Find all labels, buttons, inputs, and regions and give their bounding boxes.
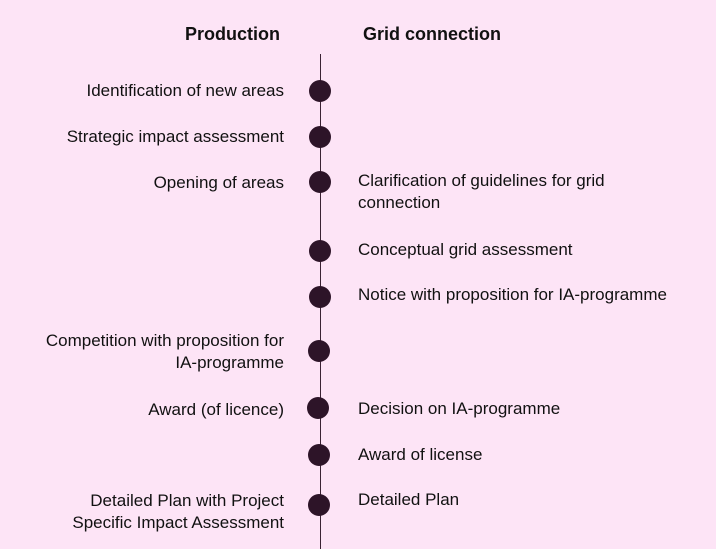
- milestone-dot: [308, 494, 330, 516]
- milestone-dot: [308, 444, 330, 466]
- grid-step: Clarification of guidelines for grid con…: [358, 170, 605, 214]
- production-step-line: Award (of licence): [148, 400, 284, 419]
- grid-step: Detailed Plan: [358, 489, 459, 511]
- grid-connection-header: Grid connection: [363, 24, 502, 44]
- production-step-line: Strategic impact assessment: [66, 127, 284, 146]
- production-step: Award (of licence): [148, 399, 284, 421]
- production-step-line: Competition with proposition for: [45, 331, 284, 350]
- grid-step-line: Detailed Plan: [358, 490, 460, 509]
- production-step: Strategic impact assessment: [67, 126, 284, 148]
- production-header: Production: [185, 24, 280, 44]
- milestone-dot: [309, 126, 331, 148]
- grid-step-line: Award of license: [358, 445, 483, 464]
- production-step-line: Identification of new areas: [86, 81, 284, 100]
- grid-step: Notice with proposition for IA-programme: [358, 284, 667, 306]
- milestone-dot: [308, 340, 330, 362]
- milestone-dot: [309, 80, 331, 102]
- production-step: Detailed Plan with Project Specific Impa…: [72, 490, 284, 534]
- grid-step: Decision on IA-programme: [358, 398, 560, 420]
- grid-step-line: connection: [358, 193, 441, 212]
- production-step-line: Detailed Plan with Project: [90, 491, 284, 510]
- grid-step: Conceptual grid assessment: [358, 239, 573, 261]
- grid-step-line: Notice with proposition for IA-programme: [358, 285, 667, 304]
- production-step-line: IA-programme: [175, 353, 284, 372]
- grid-step-line: Conceptual grid assessment: [358, 240, 573, 259]
- production-step: Competition with proposition for IA-prog…: [46, 330, 284, 374]
- milestone-dot: [309, 171, 331, 193]
- production-step: Opening of areas: [154, 172, 284, 194]
- production-step-line: Opening of areas: [153, 173, 284, 192]
- grid-step-line: Clarification of guidelines for grid: [358, 171, 605, 190]
- production-step-line: Specific Impact Assessment: [72, 513, 284, 532]
- grid-step: Award of license: [358, 444, 482, 466]
- milestone-dot: [309, 286, 331, 308]
- milestone-dot: [309, 240, 331, 262]
- production-step: Identification of new areas: [86, 80, 284, 102]
- milestone-dot: [307, 397, 329, 419]
- grid-step-line: Decision on IA-programme: [358, 399, 561, 418]
